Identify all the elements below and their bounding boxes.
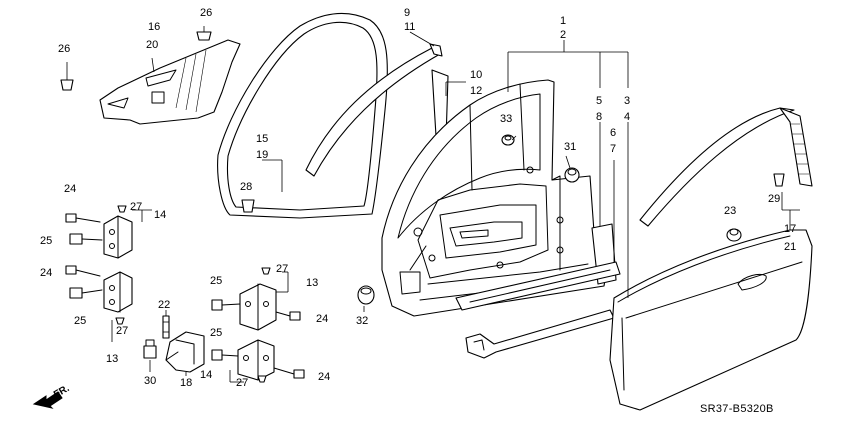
upper-hinge-center xyxy=(239,283,277,331)
clip-27-a xyxy=(117,205,127,213)
callout-30: 30 xyxy=(144,375,156,387)
callout-5: 5 xyxy=(596,95,602,107)
bumper-30 xyxy=(143,339,157,359)
callout-32: 32 xyxy=(356,315,368,327)
bolt-24-d xyxy=(273,367,305,379)
clip-29 xyxy=(773,173,785,187)
callout-24-d: 24 xyxy=(318,371,330,383)
callout-27-d: 27 xyxy=(236,377,248,389)
callout-16: 16 xyxy=(148,21,160,33)
clip-26-left xyxy=(60,62,74,91)
callout-13-a: 13 xyxy=(106,353,118,365)
clip-26-top xyxy=(196,26,212,41)
callout-25-c: 25 xyxy=(210,275,222,287)
callout-28: 28 xyxy=(240,181,252,193)
door-sash-weatherstrip xyxy=(639,107,813,227)
door-film-sheet xyxy=(99,39,241,125)
upper-hinge-left xyxy=(103,215,133,259)
callout-27-a: 27 xyxy=(130,201,142,213)
door-checker xyxy=(165,331,205,373)
callout-12: 12 xyxy=(470,85,482,97)
callout-3: 3 xyxy=(624,95,630,107)
roof-side-molding xyxy=(305,43,443,177)
callout-7: 7 xyxy=(610,143,616,155)
leader-lines xyxy=(111,31,800,383)
lower-hinge-center xyxy=(237,339,275,381)
bolt-24-c xyxy=(275,311,301,321)
callout-23: 23 xyxy=(724,205,736,217)
door-outer-panel xyxy=(609,229,813,411)
cap-33 xyxy=(501,134,515,146)
callout-29: 29 xyxy=(768,193,780,205)
pin-22 xyxy=(162,315,170,339)
callout-25-d: 25 xyxy=(210,327,222,339)
body-side-panel xyxy=(381,79,613,317)
callout-10: 10 xyxy=(470,69,482,81)
callout-18: 18 xyxy=(180,377,192,389)
callout-33: 33 xyxy=(500,113,512,125)
front-direction-label: FR. xyxy=(52,383,72,401)
bolt-25-a xyxy=(69,233,103,245)
clip-28 xyxy=(241,199,255,213)
cap-32 xyxy=(357,285,375,305)
bolt-24-b xyxy=(65,265,101,277)
callout-21: 21 xyxy=(784,241,796,253)
bolt-25-b xyxy=(69,287,103,299)
callout-8: 8 xyxy=(596,111,602,123)
front-direction-arrow xyxy=(32,391,63,409)
callout-24-a: 24 xyxy=(64,183,76,195)
callout-31: 31 xyxy=(564,141,576,153)
clip-27-c xyxy=(261,267,271,275)
callout-27-b: 27 xyxy=(116,325,128,337)
callout-14-b: 14 xyxy=(200,369,212,381)
callout-26-a: 26 xyxy=(200,7,212,19)
callout-11: 11 xyxy=(404,21,415,33)
lower-hinge-left xyxy=(103,271,133,313)
bolt-24-a xyxy=(65,213,101,223)
callout-numbers: 1 2 3 4 5 6 7 8 9 10 11 12 14 13 13 14 1… xyxy=(40,7,796,389)
callout-22: 22 xyxy=(158,299,170,311)
door-opening-weatherstrip xyxy=(217,13,388,219)
callout-9: 9 xyxy=(404,7,410,19)
callout-19: 19 xyxy=(256,149,268,161)
callout-27-c: 27 xyxy=(276,263,288,275)
callout-2: 2 xyxy=(560,29,566,41)
bolt-25-d xyxy=(211,349,239,361)
callout-6: 6 xyxy=(610,127,616,139)
callout-1: 1 xyxy=(560,15,566,27)
callout-24-c: 24 xyxy=(316,313,328,325)
lower-reinforcement xyxy=(465,309,615,359)
callout-26-b: 26 xyxy=(58,43,70,55)
callout-4: 4 xyxy=(624,111,630,123)
callout-20: 20 xyxy=(146,39,158,51)
bolt-25-c xyxy=(211,299,241,311)
callout-25-a: 25 xyxy=(40,235,52,247)
cap-23 xyxy=(726,228,742,242)
clip-27-d xyxy=(257,375,267,383)
diagram-code: SR37-B5320B xyxy=(700,403,774,415)
clip-27-b xyxy=(115,317,125,325)
callout-17: 17 xyxy=(784,223,796,235)
callout-13-b: 13 xyxy=(306,277,318,289)
sill-reinforcement xyxy=(455,261,621,311)
callout-25-b: 25 xyxy=(74,315,86,327)
cap-31 xyxy=(564,167,580,183)
callout-24-b: 24 xyxy=(40,267,52,279)
callout-15: 15 xyxy=(256,133,268,145)
callout-14-a: 14 xyxy=(154,209,166,221)
